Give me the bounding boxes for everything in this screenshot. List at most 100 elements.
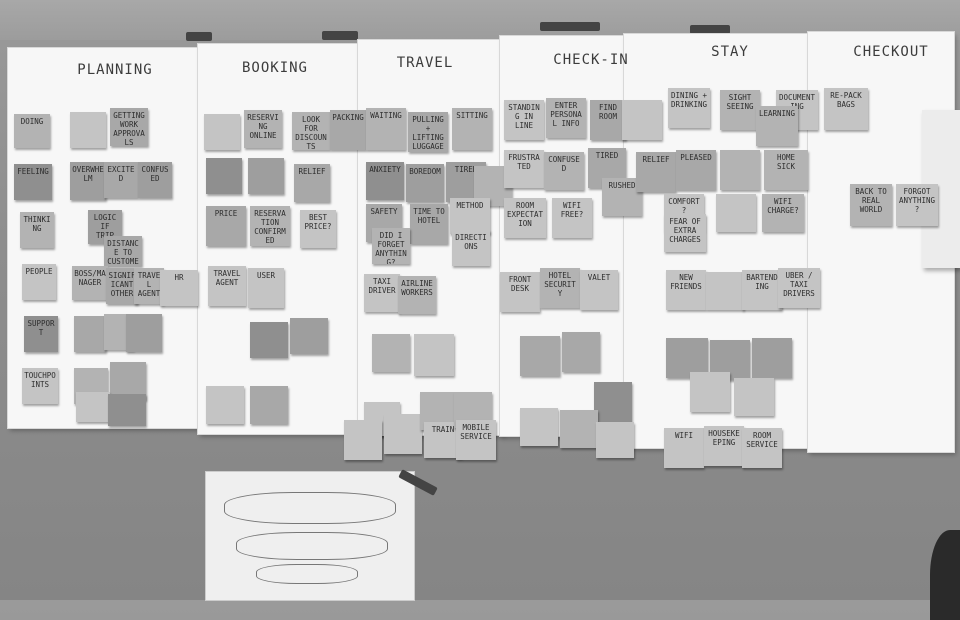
sticky-note: [250, 322, 288, 358]
sticky-note: [690, 372, 730, 412]
sticky-note: TRAIN: [424, 422, 462, 458]
sticky-note: [666, 338, 708, 378]
sticky-note: BARTENDING: [742, 270, 782, 310]
person-silhouette: [930, 530, 960, 620]
sticky-note: [622, 100, 662, 140]
sticky-note: RESERVING ONLINE: [244, 110, 282, 148]
sticky-note: RELIEF: [294, 164, 330, 202]
sticky-note: HOTEL SECURITY: [540, 268, 580, 308]
tape: [540, 22, 600, 31]
sticky-note: [594, 382, 632, 422]
stage-label-planning: PLANNING: [77, 62, 153, 78]
sticky-note: BOSS/MANAGER: [72, 266, 108, 300]
sticky-note: [414, 334, 454, 376]
sticky-note: SITTING: [452, 108, 492, 150]
sticky-note: [520, 408, 558, 446]
sticky-note: RE-PACK BAGS: [824, 88, 868, 130]
sticky-note: ROOM SERVICE: [742, 428, 782, 468]
sticky-note: [70, 112, 106, 148]
sketch-doodle: [236, 532, 388, 560]
sticky-note: [372, 334, 410, 372]
sticky-note: MOBILE SERVICE: [456, 420, 496, 460]
sticky-note: DOING: [14, 114, 50, 148]
sticky-note: [562, 332, 600, 372]
stage-label-stay: STAY: [711, 44, 749, 60]
sticky-note: BEST PRICE?: [300, 210, 336, 248]
sticky-note: [248, 158, 284, 194]
sticky-note: PULLING + LIFTING LUGGAGE: [408, 112, 448, 152]
sticky-note: FRONT DESK: [500, 272, 540, 312]
sticky-note: HOUSEKEEPING: [704, 426, 744, 466]
sticky-note: UBER / TAXI DRIVERS: [778, 268, 820, 308]
tape: [690, 25, 730, 34]
sticky-note: FIND ROOM: [590, 100, 626, 140]
sticky-note: USER: [248, 268, 284, 308]
sticky-note: AIRLINE WORKERS: [398, 276, 436, 314]
sticky-note: METHOD: [450, 198, 490, 234]
sticky-note: [126, 314, 162, 352]
sticky-note: RELIEF: [636, 152, 676, 192]
sticky-note: DINING + DRINKING: [668, 88, 710, 128]
sticky-note: [204, 114, 240, 150]
tape: [322, 31, 358, 40]
sticky-note: [720, 150, 760, 190]
sticky-note: PACKING: [330, 110, 366, 150]
sticky-note: [290, 318, 328, 354]
sticky-note: [206, 386, 244, 424]
sticky-note: WAITING: [366, 108, 406, 150]
sticky-note: BOREDOM: [406, 164, 444, 202]
sticky-note: [110, 362, 146, 400]
sticky-note: [74, 316, 106, 352]
tape: [186, 32, 212, 41]
sticky-note: ENTER PERSONAL INFO: [546, 98, 586, 138]
stage-label-checkout: CHECKOUT: [853, 44, 929, 60]
sticky-note: [206, 158, 242, 194]
sticky-note: STANDING IN LINE: [504, 100, 544, 140]
sticky-note: ANXIETY: [366, 162, 404, 200]
sticky-note: [108, 394, 146, 426]
sticky-note: TIME TO HOTEL: [410, 204, 448, 244]
sticky-note: [76, 392, 110, 422]
sticky-note: CONFUSED: [138, 162, 172, 198]
sketch-doodle: [256, 564, 358, 584]
sticky-note: [384, 414, 422, 454]
sticky-note: TRAVEL AGENT: [208, 266, 246, 306]
sticky-note: [706, 272, 744, 310]
sticky-note: DISTANCE TO CUSTOMER: [104, 236, 142, 266]
stage-label-checkin: CHECK-IN: [553, 52, 629, 68]
sticky-note: TRAVEL AGENT: [134, 268, 164, 304]
sticky-note: LOOK FOR DISCOUNTS: [292, 112, 330, 150]
sticky-note: HOME SICK: [764, 150, 808, 190]
sticky-note: GETTING WORK APPROVALS: [110, 108, 148, 146]
sticky-note: PEOPLE: [22, 264, 56, 300]
wall-background: [0, 0, 960, 40]
sticky-note: WIFI: [664, 428, 704, 468]
sticky-note: FEELING: [14, 164, 52, 200]
sticky-note: [520, 336, 560, 376]
sketch-paper: [206, 472, 414, 600]
sticky-note: [596, 422, 634, 458]
sticky-note: HR: [160, 270, 198, 306]
sticky-note: [752, 338, 792, 378]
sticky-note: [344, 420, 382, 460]
sticky-note: THINKING: [20, 212, 54, 248]
sticky-note: TOUCHPOINTS: [22, 368, 58, 404]
sticky-note: EXCITED: [104, 162, 138, 198]
sticky-note: DID I FORGET ANYTHING?: [372, 228, 410, 264]
sticky-note: TAXI DRIVER: [364, 274, 400, 312]
sticky-note: [250, 386, 288, 424]
sticky-note: OVERWHELM: [70, 162, 106, 200]
sketch-doodle: [224, 492, 396, 524]
sticky-note: DIRECTIONS: [452, 230, 490, 266]
sticky-note: VALET: [580, 270, 618, 310]
sticky-note: FEAR OF EXTRA CHARGES: [664, 214, 706, 252]
sticky-note: [560, 410, 598, 448]
sticky-note: NEW FRIENDS: [666, 270, 706, 310]
sticky-note: RESERVATION CONFIRMED: [250, 206, 290, 246]
sticky-note: SIGNIFICANT OTHER: [106, 268, 138, 304]
sticky-note: SIGHT SEEING: [720, 90, 760, 130]
sticky-note: [734, 378, 774, 416]
sticky-note: CONFUSED: [544, 152, 584, 190]
sticky-note: SUPPORT: [24, 316, 58, 352]
sticky-note: FORGOT ANYTHING?: [896, 184, 938, 226]
